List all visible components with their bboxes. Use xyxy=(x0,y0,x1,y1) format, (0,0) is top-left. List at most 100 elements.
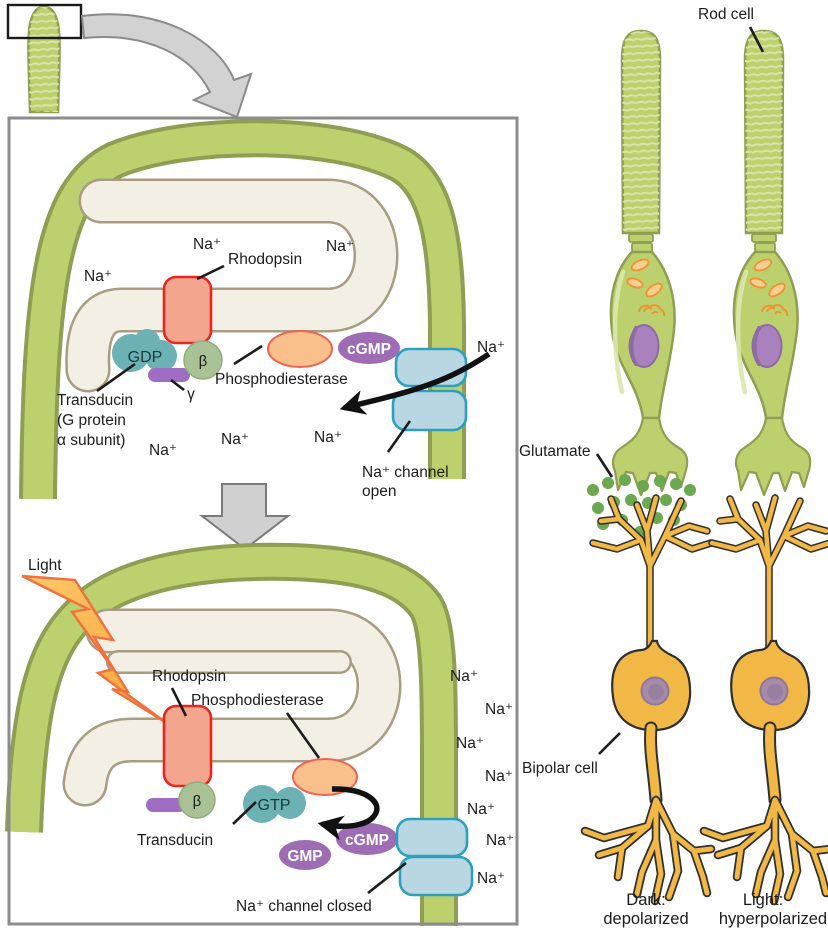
transducin-pointer-dark xyxy=(96,362,136,393)
channel-closed-label: Na⁺ channel closed xyxy=(236,898,372,915)
rod-nucleus xyxy=(628,324,660,368)
cgmp-label-dark: cGMP xyxy=(347,341,391,358)
na-ion: Na⁺ xyxy=(485,768,513,785)
light-scene: β GTP cGMP GMP Light Rhodopsin Phosphodi… xyxy=(5,542,514,926)
bipolar-cell-light xyxy=(704,498,828,901)
bipolar-axon xyxy=(644,721,663,807)
na-ion: Na⁺ xyxy=(193,236,221,253)
rod-synaptic-terminal xyxy=(611,416,689,497)
channel-pointer-light xyxy=(367,861,407,895)
rod-cell-label: Rod cell xyxy=(698,6,754,23)
phosphodiesterase-dark xyxy=(267,330,333,368)
na-ion: Na⁺ xyxy=(456,735,484,752)
transducin-label-line1: Transducin xyxy=(57,392,133,409)
lightning-bolt xyxy=(21,574,169,726)
rod-body-highlight xyxy=(612,269,626,395)
transducin-gdp: GDP xyxy=(112,329,177,372)
rhodopsin-label-dark: Rhodopsin xyxy=(228,251,302,268)
dark-to-light-arrow xyxy=(199,483,291,551)
na-ion: Na⁺ xyxy=(314,429,342,446)
magnified-region-box xyxy=(6,3,83,40)
na-ion: Na⁺ xyxy=(326,238,354,255)
bipolar-cell-label: Bipolar cell xyxy=(522,760,598,777)
gamma-label-dark: γ xyxy=(187,386,195,403)
glutamate-label: Glutamate xyxy=(519,443,591,460)
panel-border xyxy=(7,116,519,926)
na-ion: Na⁺ xyxy=(84,268,112,285)
gmp-label: GMP xyxy=(287,848,322,865)
bipolar-cell-dark xyxy=(580,494,716,906)
mitochondria xyxy=(626,258,666,317)
glutamate-pointer xyxy=(595,453,614,478)
channel-open-label-line2: open xyxy=(362,483,396,500)
disc-membrane-dark xyxy=(65,178,399,393)
pde-label-light: Phosphodiesterase xyxy=(191,692,324,709)
light-caption-line2: hyperpolarized xyxy=(719,910,827,928)
rod-outer-segment xyxy=(620,29,662,235)
cgmp-light xyxy=(336,823,398,855)
inset-rod-outer-segment xyxy=(27,5,61,114)
inset-rod-overview xyxy=(6,3,253,119)
beta-subunit-light xyxy=(178,781,216,819)
detail-panel: GDP β cGMP Na⁺ Na⁺ Na⁺ Na⁺ Na⁺ Na⁺ Na⁺ R… xyxy=(5,116,519,926)
gtp-label: GTP xyxy=(258,797,291,814)
na-channel-closed xyxy=(395,817,474,897)
plasma-membrane-light xyxy=(5,542,459,926)
cgmp-to-gmp-arrow xyxy=(317,786,380,841)
rhodopsin-dark xyxy=(162,275,213,345)
rhodopsin-pointer-light xyxy=(170,687,188,717)
na-ion: Na⁺ xyxy=(221,431,249,448)
nucleus-shading xyxy=(629,326,638,366)
transducin-pointer-light xyxy=(232,801,257,825)
gamma-subunit-light xyxy=(146,798,186,812)
bipolar-dendrites xyxy=(589,494,715,662)
bipolar-axon-terminals xyxy=(580,795,716,906)
dark-scene: GDP β cGMP Na⁺ Na⁺ Na⁺ Na⁺ Na⁺ Na⁺ Na⁺ R… xyxy=(19,119,505,500)
beta-label-dark: β xyxy=(199,353,208,370)
light-label: Light xyxy=(28,557,62,574)
rhodopsin-pointer-dark xyxy=(196,264,225,281)
channel-pointer-dark xyxy=(386,420,412,453)
na-ion: Na⁺ xyxy=(149,442,177,459)
bipolar-cell-pointer xyxy=(598,732,621,755)
cgmp-label-light: cGMP xyxy=(345,832,389,849)
beta-label-light: β xyxy=(193,793,202,810)
channel-open-label-line1: Na⁺ channel xyxy=(362,464,449,481)
bipolar-nucleolus xyxy=(648,684,664,700)
na-ion: Na⁺ xyxy=(477,870,505,887)
golgi-squiggle xyxy=(638,304,666,317)
na-ion: Na⁺ xyxy=(485,701,513,718)
transducin-label-line2: (G protein xyxy=(57,412,126,429)
dark-caption-line1: Dark: xyxy=(626,891,665,909)
beta-subunit-dark xyxy=(183,340,223,380)
rhodopsin-label-light: Rhodopsin xyxy=(152,668,226,685)
disc-membrane-light xyxy=(62,608,402,807)
pde-label-dark: Phosphodiesterase xyxy=(215,371,348,388)
plasma-membrane-dark xyxy=(19,119,466,500)
na-ion: Na⁺ xyxy=(477,339,505,356)
transducin-label-line3: α subunit) xyxy=(57,432,125,449)
dark-caption-line2: depolarized xyxy=(603,910,688,928)
cell-comparison: Rod cell Glutamate Bipolar cell Dark: de… xyxy=(519,6,828,928)
phosphodiesterase-light xyxy=(292,758,358,796)
pde-pointer-dark xyxy=(233,344,263,366)
gdp-label: GDP xyxy=(128,349,163,366)
na-ion: Na⁺ xyxy=(467,801,495,818)
rod-cell-pointer xyxy=(748,26,765,53)
transducin-label-light: Transducin xyxy=(137,832,213,849)
na-ion: Na⁺ xyxy=(450,668,478,685)
connecting-cilium xyxy=(631,242,653,253)
pde-pointer-light xyxy=(285,712,321,759)
connecting-cilium xyxy=(628,233,654,243)
na-ion: Na⁺ xyxy=(486,832,514,849)
gmp-molecule xyxy=(279,840,331,870)
rhodopsin-light xyxy=(162,704,213,788)
cgmp-dark xyxy=(338,332,400,364)
zoom-arrow xyxy=(80,13,253,119)
gamma-pointer-dark xyxy=(170,378,185,392)
light-caption-line1: Light: xyxy=(743,891,783,909)
rod-cell-light xyxy=(734,31,810,495)
rod-cell-dark xyxy=(609,29,689,497)
